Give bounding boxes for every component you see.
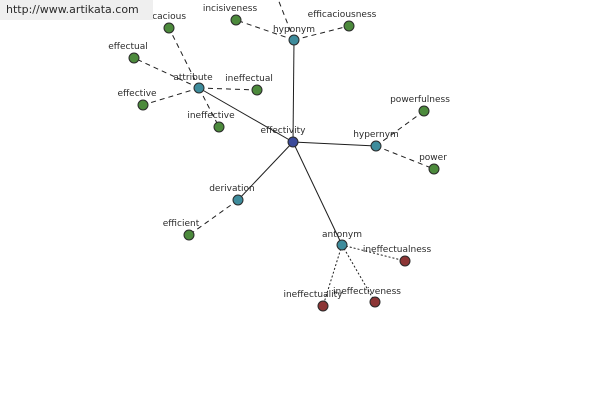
label-effectual[interactable]: effectual xyxy=(108,42,147,52)
node-hyponym[interactable] xyxy=(288,34,300,46)
edge-effectivity-hypernym xyxy=(292,141,377,147)
label-ineffectuality[interactable]: ineffectuality xyxy=(283,290,343,300)
edge-attribute-effectual xyxy=(133,57,200,89)
label-ineffectual[interactable]: ineffectual xyxy=(225,74,273,84)
edge-hyponym-incisiveness xyxy=(235,19,295,41)
edge-hyponym-efficaciousness xyxy=(293,25,350,41)
label-power[interactable]: power xyxy=(419,153,447,163)
node-effectual[interactable] xyxy=(128,52,140,64)
node-efficient[interactable] xyxy=(183,229,195,241)
node-ineffectuality[interactable] xyxy=(317,300,329,312)
label-hypernym[interactable]: hypernym xyxy=(353,130,399,140)
label-efficient[interactable]: efficient xyxy=(163,219,200,229)
node-hypernym[interactable] xyxy=(370,140,382,152)
label-efficaciousness[interactable]: efficaciousness xyxy=(308,10,377,20)
edges-layer xyxy=(133,0,435,307)
edge-derivation-efficient xyxy=(188,199,239,236)
node-ineffective[interactable] xyxy=(213,121,225,133)
label-ineffective[interactable]: ineffective xyxy=(187,111,235,121)
edge-effectivity-hyponym xyxy=(292,39,295,143)
label-antonym[interactable]: antonym xyxy=(322,230,362,240)
edge-effectivity-attribute xyxy=(198,87,294,143)
node-efficaciousness[interactable] xyxy=(343,20,355,32)
edge-effectivity-antonym xyxy=(292,141,343,246)
label-hyponym[interactable]: hyponym xyxy=(273,25,315,35)
label-efficacious[interactable]: efficacious xyxy=(138,12,186,22)
node-effective[interactable] xyxy=(137,99,149,111)
edge-antonym-ineffectuality xyxy=(322,244,343,307)
edge-attribute-ineffectual xyxy=(198,87,258,91)
label-ineffectualness[interactable]: ineffectualness xyxy=(363,245,432,255)
labels-layer: effectivity hyponym attribute hypernym deriv… xyxy=(108,4,450,300)
edge-attribute-efficacious xyxy=(168,27,200,89)
node-attribute[interactable] xyxy=(193,82,205,94)
edge-hypernym-power xyxy=(375,145,435,170)
label-attribute[interactable]: attribute xyxy=(173,73,213,83)
node-powerfulness[interactable] xyxy=(418,105,430,117)
edge-attribute-effective xyxy=(142,87,200,106)
node-ineffectualness[interactable] xyxy=(399,255,411,267)
edge-antonym-ineffectiveness xyxy=(341,244,376,303)
label-powerfulness[interactable]: powerfulness xyxy=(390,95,450,105)
edge-effectivity-derivation xyxy=(237,141,294,201)
node-power[interactable] xyxy=(428,163,440,175)
label-derivation[interactable]: derivation xyxy=(209,184,255,194)
node-effectivity[interactable] xyxy=(287,136,299,148)
node-derivation[interactable] xyxy=(232,194,244,206)
edge-attribute-ineffective xyxy=(198,87,220,128)
label-incisiveness[interactable]: incisiveness xyxy=(203,4,258,14)
label-effectivity[interactable]: effectivity xyxy=(261,126,307,136)
nodes-layer xyxy=(128,14,440,312)
site-url-link[interactable]: http://www.artikata.com xyxy=(0,0,153,20)
label-effective[interactable]: effective xyxy=(117,89,157,99)
node-ineffectiveness[interactable] xyxy=(369,296,381,308)
node-ineffectual[interactable] xyxy=(251,84,263,96)
node-antonym[interactable] xyxy=(336,239,348,251)
node-incisiveness[interactable] xyxy=(230,14,242,26)
edge-hypernym-powerfulness xyxy=(375,110,425,147)
node-efficacious[interactable] xyxy=(163,22,175,34)
edge-antonym-ineffectualness xyxy=(341,244,406,262)
label-ineffectiveness[interactable]: ineffectiveness xyxy=(333,287,401,297)
